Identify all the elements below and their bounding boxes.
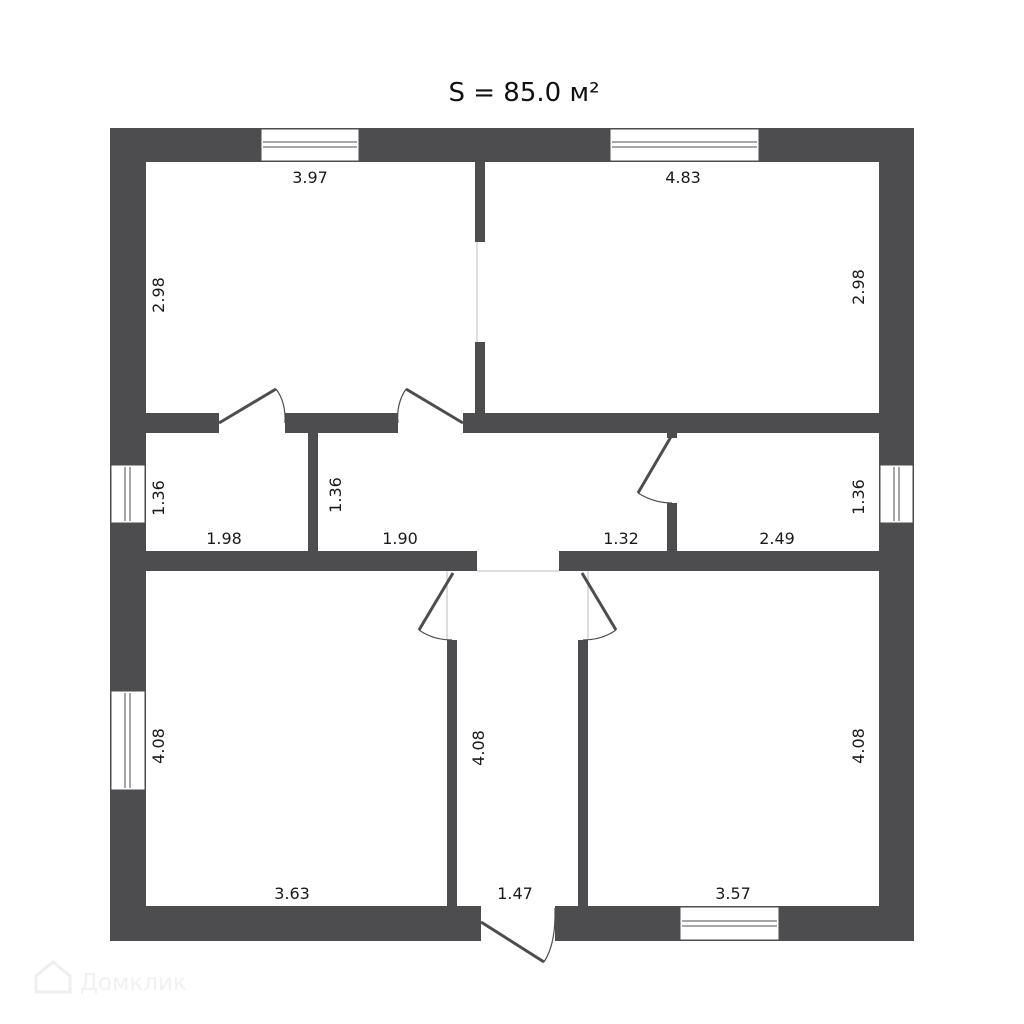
door-top-middle: [397, 387, 464, 425]
dim-hall-height: 1.36: [326, 477, 345, 513]
watermark-text: Домклик: [80, 970, 187, 996]
dim-bottom-left-height: 4.08: [149, 728, 168, 764]
watermark: Домклик: [34, 960, 187, 996]
door-mid-right: [636, 433, 677, 504]
dim-corridor-width: 1.47: [497, 884, 533, 903]
window-top-right: [609, 128, 760, 162]
window-top-left: [260, 128, 360, 162]
dim-top-right-width: 4.83: [665, 168, 701, 187]
dim-top-left-height: 2.98: [149, 277, 168, 313]
outer-walls: [110, 128, 914, 941]
dim-hall-width: 1.90: [382, 529, 418, 548]
door-top-left: [218, 387, 286, 425]
dim-bottom-left-width: 3.63: [274, 884, 310, 903]
window-left-bottom: [110, 690, 146, 791]
window-bottom-right: [679, 906, 780, 941]
opening-lines: [446, 242, 589, 640]
dim-bottom-right-width: 3.57: [715, 884, 751, 903]
dim-top-left-width: 3.97: [292, 168, 328, 187]
door-corridor-left: [417, 572, 455, 641]
window-right-middle: [879, 464, 914, 524]
dim-mid-right-width: 2.49: [759, 529, 795, 548]
area-title: S = 85.0 м²: [448, 78, 599, 108]
dim-top-right-height: 2.98: [849, 269, 868, 305]
door-entrance: [480, 907, 556, 964]
dim-mid-left-width: 1.98: [206, 529, 242, 548]
dim-corridor-height: 4.08: [469, 730, 488, 766]
inner-walls: [146, 162, 879, 906]
dim-hall-width-2: 1.32: [603, 529, 639, 548]
dim-mid-left-height: 1.36: [149, 480, 168, 516]
window-left-middle: [110, 464, 146, 524]
dimension-labels: 3.97 4.83 1.98 1.90 1.32 2.49 3.63 1.47 …: [149, 168, 868, 903]
dim-bottom-right-height: 4.08: [849, 728, 868, 764]
dim-mid-right-height: 1.36: [849, 479, 868, 515]
door-corridor-right: [580, 572, 618, 641]
house-logo-icon: [34, 960, 72, 994]
